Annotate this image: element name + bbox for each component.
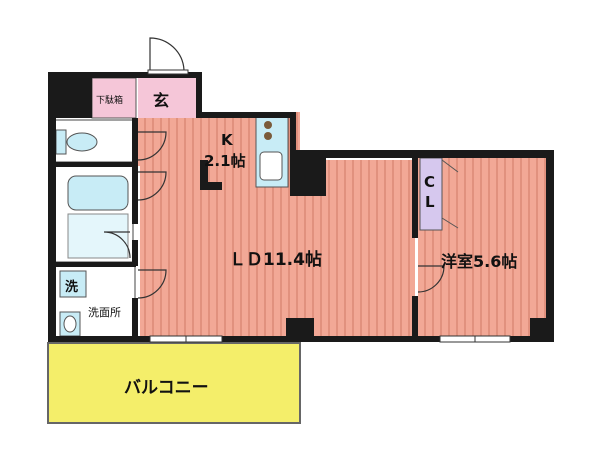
entrance-floor — [138, 78, 200, 118]
entrance-label: 玄 — [153, 91, 170, 110]
bathtub — [67, 175, 129, 211]
entrance-door-leaf — [147, 69, 189, 75]
basin-bowl — [63, 315, 77, 333]
toilet-tank — [55, 129, 67, 155]
washing-machine — [59, 270, 87, 298]
washroom-door — [137, 269, 167, 299]
kitchen-label: K — [221, 131, 233, 149]
toilet-bowl — [66, 132, 98, 152]
balcony — [47, 342, 301, 424]
walls — [48, 72, 554, 342]
ld-label: ＬＤ11.4帖 — [229, 250, 322, 270]
toilet-door — [137, 131, 167, 161]
kitchen-size-label: 2.1帖 — [204, 152, 246, 170]
closet-label-l: L — [425, 193, 435, 211]
closet-label-c: C — [424, 173, 436, 191]
kitchen-sink — [259, 151, 283, 181]
washer-label: 洗 — [65, 280, 79, 295]
bathroom-door — [103, 231, 131, 259]
stove-burner — [264, 132, 272, 140]
bath-hall-door — [137, 171, 167, 201]
stove-burner — [264, 121, 272, 129]
washroom-label: 洗面所 — [88, 306, 121, 319]
closet-door — [441, 159, 459, 229]
western-room-label: 洋室5.6帖 — [441, 252, 518, 271]
entrance-door — [149, 37, 185, 71]
shoe-box-label: 下駄箱 — [96, 96, 124, 106]
western-room-door — [417, 265, 445, 293]
balcony-label: バルコニー — [124, 378, 209, 398]
